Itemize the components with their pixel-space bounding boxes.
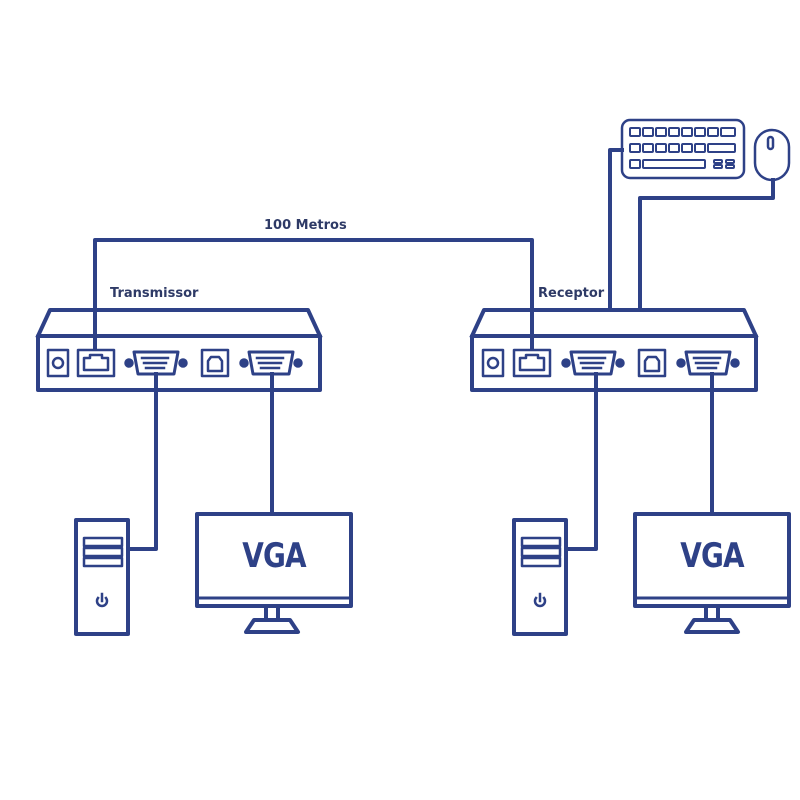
vga-port-icon <box>561 350 625 376</box>
vga-port-icon <box>676 350 740 376</box>
usb-port-icon <box>200 348 230 378</box>
receiver-label: Receptor <box>538 286 605 301</box>
transmitter-monitor-icon <box>195 512 353 634</box>
transmitter-front <box>36 334 322 392</box>
receiver-device <box>469 308 759 392</box>
transmitter-monitor-text: VGA <box>242 536 306 576</box>
receiver-pc-icon <box>512 518 568 636</box>
usb-port-icon <box>637 348 667 378</box>
receiver-monitor-icon <box>633 512 791 634</box>
power-button-icon <box>533 592 547 608</box>
transmitter-device <box>35 308 323 392</box>
transmitter-pc-cable <box>126 372 158 551</box>
receiver-monitor-text: VGA <box>680 536 744 576</box>
power-jack-icon <box>46 348 70 378</box>
power-jack-icon <box>481 348 505 378</box>
vga-port-icon <box>124 350 188 376</box>
cable-length-label: 100 Metros <box>264 218 347 233</box>
keyboard-icon <box>620 118 746 180</box>
receiver-top <box>469 308 759 339</box>
cat-cable <box>93 238 534 350</box>
rj45-port-icon <box>76 348 116 378</box>
power-button-icon <box>95 592 109 608</box>
mouse-cable <box>638 178 775 312</box>
transmitter-top <box>35 308 323 339</box>
rj45-port-icon <box>512 348 552 378</box>
receiver-pc-cable <box>564 372 598 551</box>
transmitter-label: Transmissor <box>110 286 199 301</box>
keyboard-cable <box>608 148 624 312</box>
vga-port-icon <box>239 350 303 376</box>
transmitter-pc-icon <box>74 518 130 636</box>
mouse-icon <box>753 128 791 182</box>
receiver-front <box>470 334 758 392</box>
